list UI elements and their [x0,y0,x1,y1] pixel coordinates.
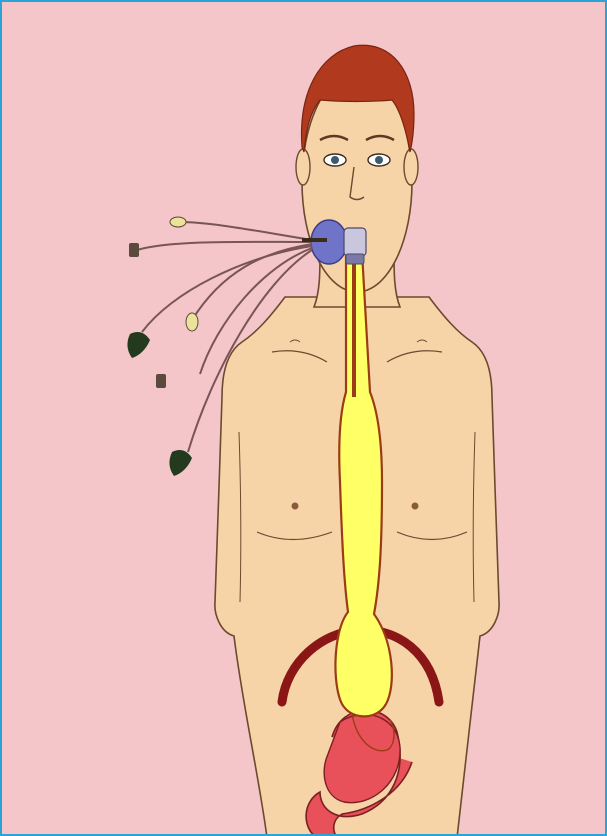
lead-yellow-mid-icon [186,313,198,331]
right-nipple [412,503,419,510]
mask-connector-bottom [346,254,364,264]
lead-brown-left-icon [129,243,139,257]
left-nipple [292,503,299,510]
right-pupil [375,156,383,164]
mask-connector [344,228,366,256]
left-ear [296,149,310,185]
lead-yellow-top-icon [170,217,186,227]
lead-brown-mid-icon [156,374,166,388]
left-pupil [331,156,339,164]
right-ear [404,149,418,185]
